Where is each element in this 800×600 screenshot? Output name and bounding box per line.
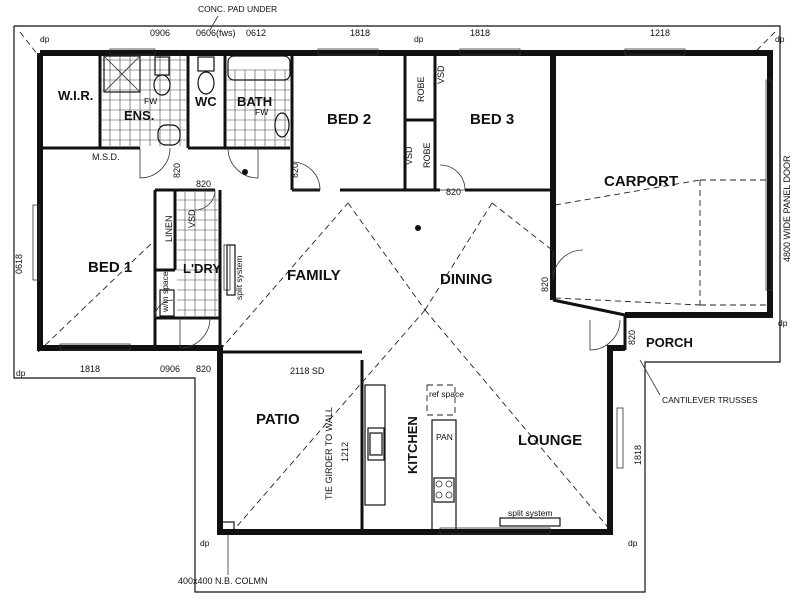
- note-column: 400x400 N.B. COLMN: [178, 576, 268, 586]
- notes: CONC. PAD UNDER M.S.D. 4800 WIDE PANEL D…: [92, 4, 792, 586]
- dim-820-bed3: 820: [446, 187, 461, 197]
- room-label-patio: PATIO: [256, 411, 300, 428]
- room-labels: W.I.R. ENS. WC BATH BED 2 BED 3 CARPORT …: [58, 88, 693, 474]
- dim-top-0612: 0612: [246, 28, 266, 38]
- dp-label-top-right: dp: [775, 34, 785, 44]
- dim-820-ens: 820: [172, 163, 182, 178]
- dim-820-bottom: 820: [196, 364, 211, 374]
- note-tie-girder: TIE GIRDER TO WALL: [324, 407, 334, 500]
- dp-label-patio: dp: [200, 538, 210, 548]
- eaves-outline: [13, 25, 781, 593]
- dim-820-ldry-top: 820: [196, 179, 211, 189]
- room-label-dining: DINING: [440, 271, 493, 288]
- pan-label: PAN: [436, 432, 453, 442]
- fixtures: [103, 55, 561, 535]
- room-label-bed2: BED 2: [327, 111, 371, 128]
- linen-label: LINEN: [164, 215, 174, 242]
- room-label-bath: BATH: [237, 94, 272, 109]
- room-label-ldry: L'DRY: [183, 261, 221, 276]
- vsd-label-top: VSD: [436, 65, 446, 84]
- dimension-labels: 0906 0606(fws) 0612 1818 1818 1218 0618 …: [14, 28, 788, 548]
- roof-hip-lines: [19, 31, 776, 533]
- fw-label-bath: FW: [255, 107, 268, 117]
- note-msd: M.S.D.: [92, 152, 120, 162]
- robe-label-bottom: ROBE: [422, 142, 432, 168]
- robe-label-top: ROBE: [416, 76, 426, 102]
- vsd-label-bottom: VSD: [404, 146, 414, 165]
- dim-top-0606: 0606(fws): [196, 28, 236, 38]
- dp-label-carport: dp: [778, 318, 788, 328]
- split-system-label-family: split system: [234, 256, 244, 300]
- dim-right-1818: 1818: [633, 445, 643, 465]
- dim-bottom-1818: 1818: [80, 364, 100, 374]
- room-label-ens: ENS.: [124, 108, 154, 123]
- dim-820-bath: 820: [290, 163, 300, 178]
- ref-space-label: ref space: [429, 389, 464, 399]
- door-swings: [139, 147, 621, 351]
- room-label-bed1: BED 1: [88, 259, 132, 276]
- dim-patio-1212: 1212: [340, 442, 350, 462]
- room-label-bed3: BED 3: [470, 111, 514, 128]
- split-system-label-lounge: split system: [508, 508, 552, 518]
- room-label-family: FAMILY: [287, 267, 341, 284]
- fixture-labels: LINEN VSD ROBE VSD VSD ROBE FW FW w/m sp…: [144, 65, 552, 518]
- internal-walls: [40, 53, 553, 532]
- vsd-label-ldry: VSD: [187, 209, 197, 228]
- dim-left-0618: 0618: [14, 254, 24, 274]
- dim-top-1818b: 1818: [470, 28, 490, 38]
- room-label-porch: PORCH: [646, 335, 693, 350]
- room-label-carport: CARPORT: [604, 173, 678, 190]
- room-label-wir: W.I.R.: [58, 88, 93, 103]
- dp-label-top-mid: dp: [414, 34, 424, 44]
- dp-label-top-left: dp: [40, 34, 50, 44]
- note-panel-door: 4800 WIDE PANEL DOOR: [782, 155, 792, 262]
- dim-patio-sd: 2118 SD: [290, 366, 325, 376]
- dim-820-dining: 820: [540, 277, 550, 292]
- dp-label-bottom-left: dp: [16, 368, 26, 378]
- note-cantilever: CANTILEVER TRUSSES: [662, 395, 758, 405]
- dim-top-1818a: 1818: [350, 28, 370, 38]
- wm-space-label: w/m space: [160, 271, 170, 313]
- dim-top-0906: 0906: [150, 28, 170, 38]
- room-label-wc: WC: [195, 94, 217, 109]
- fw-label-ens: FW: [144, 96, 157, 106]
- wet-area-tiling: [102, 55, 290, 316]
- dim-820-porch: 820: [627, 330, 637, 345]
- note-conc-pad: CONC. PAD UNDER: [198, 4, 277, 14]
- room-label-lounge: LOUNGE: [518, 432, 582, 449]
- dim-bottom-0906: 0906: [160, 364, 180, 374]
- dim-top-1218: 1218: [650, 28, 670, 38]
- dp-label-lounge: dp: [628, 538, 638, 548]
- room-label-kitchen: KITCHEN: [405, 416, 420, 474]
